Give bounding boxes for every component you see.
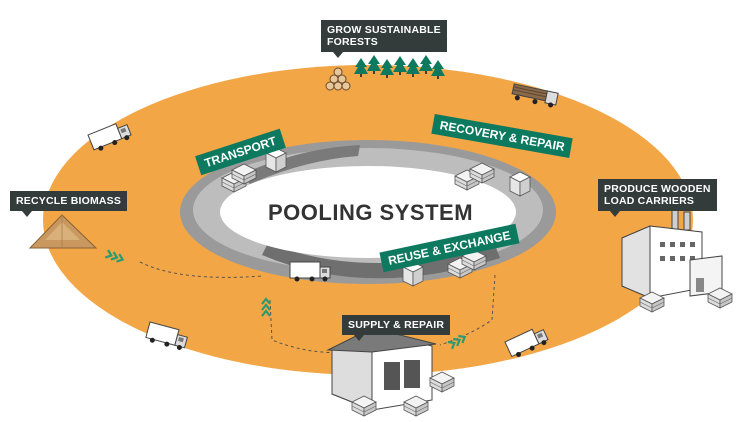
label-produce-wooden-load-carriers: PRODUCE WOODEN LOAD CARRIERS [598, 179, 717, 217]
label-grow-sustainable-forests: GROW SUSTAINABLE FORESTS [321, 20, 447, 58]
center-title: POOLING SYSTEM [268, 200, 474, 225]
dashed-path-supply-right [439, 274, 496, 346]
truck-icon [511, 83, 559, 108]
label-supply-and-repair: SUPPLY & REPAIR [342, 315, 451, 341]
warehouse-icon [326, 327, 437, 411]
log-icon [325, 67, 351, 91]
center-oval [220, 166, 516, 258]
road-segment-dark-top [240, 145, 360, 184]
dashed-path-supply-left [269, 299, 346, 353]
factory-icon [621, 207, 723, 299]
biomass-icon [28, 214, 98, 249]
label-recycle-biomass: RECYCLE BIOMASS [10, 191, 128, 217]
